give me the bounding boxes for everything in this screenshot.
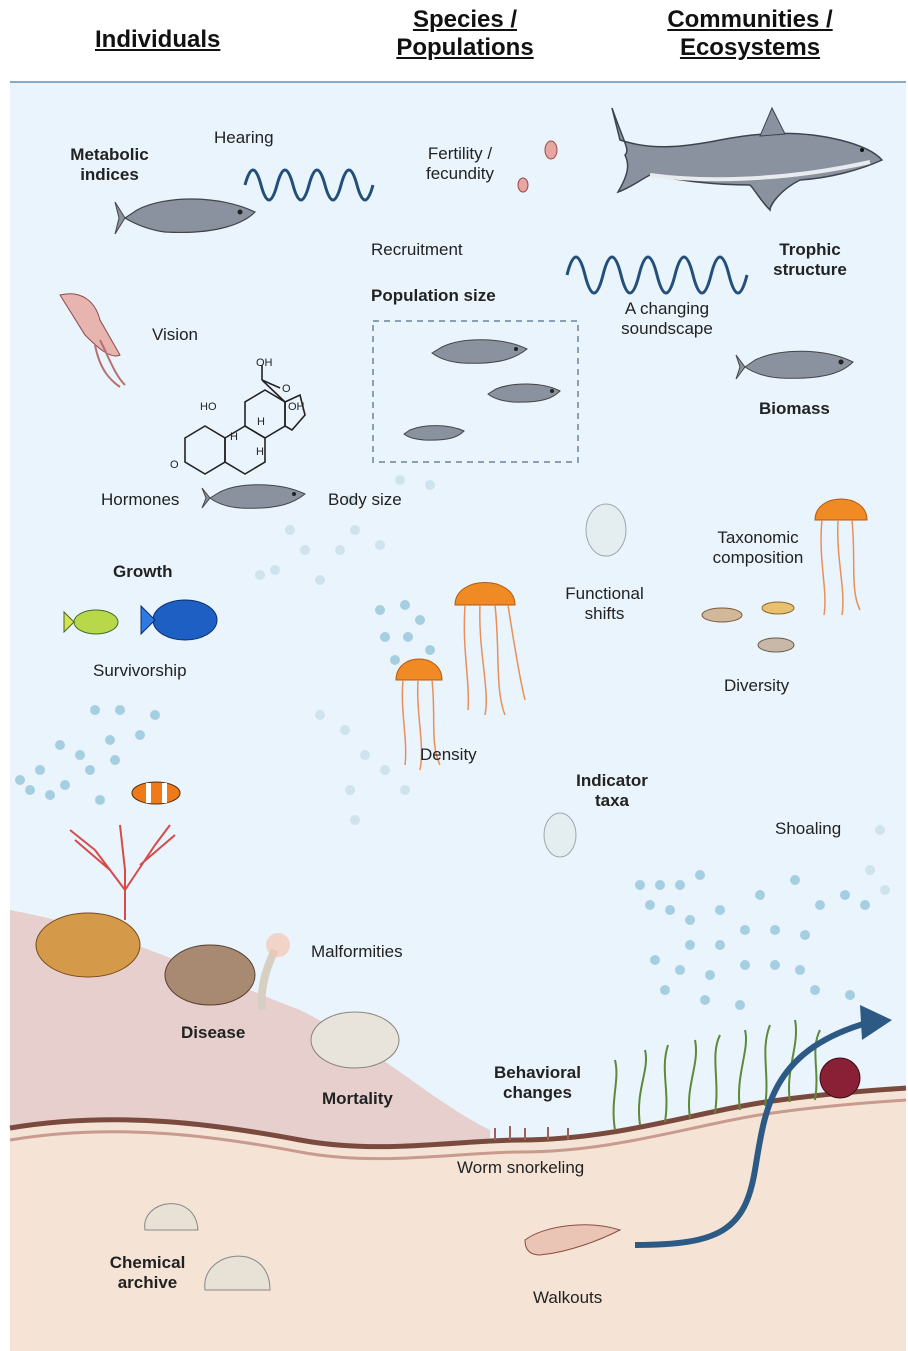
hormone-label: OH (256, 357, 273, 369)
label-fertility-line1: Fertility / (415, 144, 505, 164)
label-metabolic-indices: Metabolic indices (62, 145, 157, 185)
label-fertility: Fertility / fecundity (415, 144, 505, 184)
label-functional-line2: shifts (557, 604, 652, 624)
label-behavioral-line1: Behavioral (490, 1063, 585, 1083)
label-body-size: Body size (328, 490, 402, 510)
label-population-size: Population size (371, 286, 496, 306)
hormone-label: H (257, 416, 265, 428)
label-biomass: Biomass (759, 399, 830, 419)
label-shoaling: Shoaling (775, 819, 841, 839)
label-trophic-structure: Trophic structure (770, 240, 850, 280)
label-soundscape: A changing soundscape (612, 299, 722, 339)
header-communities-line1: Communities / (650, 6, 850, 34)
label-behavioral-line2: changes (490, 1083, 585, 1103)
header-species-line2: Populations (380, 34, 550, 62)
label-diversity: Diversity (724, 676, 789, 696)
label-hearing: Hearing (214, 128, 274, 148)
label-trophic-line1: Trophic (770, 240, 850, 260)
label-chemical-line1: Chemical (105, 1253, 190, 1273)
label-soundscape-line1: A changing (612, 299, 722, 319)
hormone-label: O (282, 383, 291, 395)
label-chemical-line2: archive (105, 1273, 190, 1293)
label-indicator-line1: Indicator (572, 771, 652, 791)
label-worm-snorkeling: Worm snorkeling (457, 1158, 584, 1178)
label-functional-shifts: Functional shifts (557, 584, 652, 624)
header-communities-line2: Ecosystems (650, 34, 850, 62)
label-growth: Growth (113, 562, 173, 582)
label-taxonomic-line2: composition (703, 548, 813, 568)
hormone-label: H (230, 431, 238, 443)
label-taxonomic-composition: Taxonomic composition (703, 528, 813, 568)
label-functional-line1: Functional (557, 584, 652, 604)
label-soundscape-line2: soundscape (612, 319, 722, 339)
label-trophic-line2: structure (770, 260, 850, 280)
clownfish-icon (132, 782, 180, 804)
label-metabolic-line1: Metabolic (62, 145, 157, 165)
header-species-line1: Species / (380, 6, 550, 34)
label-density: Density (420, 745, 477, 765)
label-taxonomic-line1: Taxonomic (703, 528, 813, 548)
header-individuals: Individuals (95, 26, 220, 54)
label-metabolic-line2: indices (62, 165, 157, 185)
hormone-label: H (256, 446, 264, 458)
label-malformities: Malformities (311, 942, 403, 962)
label-disease: Disease (181, 1023, 245, 1043)
label-indicator-line2: taxa (572, 791, 652, 811)
header-species: Species / Populations (380, 6, 550, 62)
hormone-label: OH (288, 401, 305, 413)
label-indicator-taxa: Indicator taxa (572, 771, 652, 811)
hormone-label: HO (200, 401, 217, 413)
label-survivorship: Survivorship (93, 661, 187, 681)
label-mortality: Mortality (322, 1089, 393, 1109)
label-vision: Vision (152, 325, 198, 345)
label-hormones: Hormones (101, 490, 179, 510)
label-behavioral-changes: Behavioral changes (490, 1063, 585, 1103)
label-walkouts: Walkouts (533, 1288, 602, 1308)
label-fertility-line2: fecundity (415, 164, 505, 184)
label-recruitment: Recruitment (371, 240, 463, 260)
sea-urchin-icon (820, 1058, 860, 1098)
label-chemical-archive: Chemical archive (105, 1253, 190, 1293)
hormone-label: O (170, 459, 179, 471)
header-communities: Communities / Ecosystems (650, 6, 850, 62)
